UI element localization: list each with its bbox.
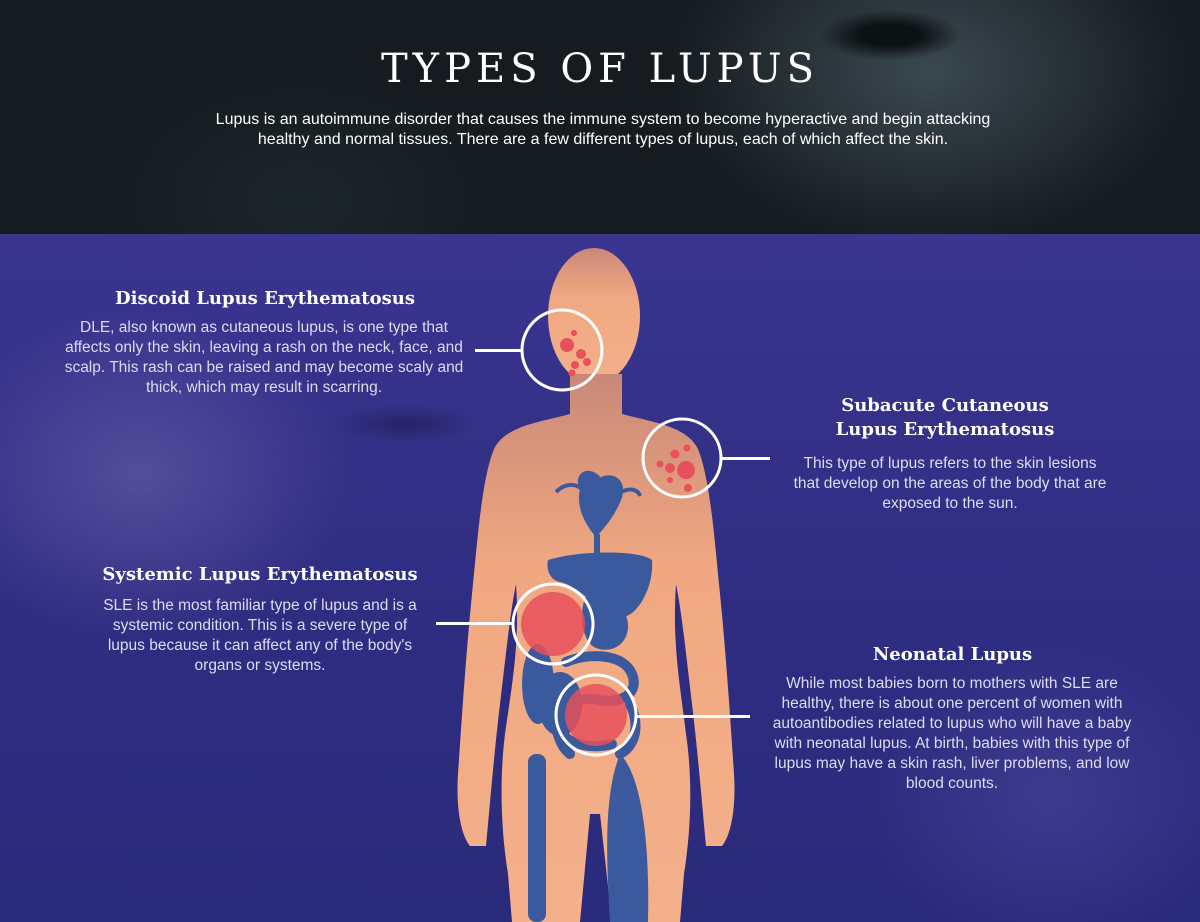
background-eye-photo xyxy=(820,10,960,60)
head-shape xyxy=(548,248,640,384)
subacute-title-line1: Subacute Cutaneous xyxy=(841,395,1049,416)
neonatal-body: While most babies born to mothers with S… xyxy=(772,675,1132,792)
organ-highlight-ring xyxy=(511,582,595,666)
systemic-title: Systemic Lupus Erythematosus xyxy=(102,564,418,585)
face-rash xyxy=(560,330,591,377)
background-face-photo xyxy=(330,404,480,444)
stomach-icon xyxy=(581,595,628,650)
infographic-body: Discoid Lupus Erythematosus DLE, also kn… xyxy=(0,234,1200,922)
connector-line-neonatal xyxy=(636,715,750,718)
shoulder-rash xyxy=(656,444,695,492)
womb-lesion xyxy=(565,684,627,746)
connector-line-discoid xyxy=(475,349,523,352)
discoid-body: DLE, also known as cutaneous lupus, is o… xyxy=(64,319,464,396)
skeleton-icon xyxy=(522,644,649,922)
neonatal-title: Neonatal Lupus xyxy=(872,644,1033,665)
heart-icon xyxy=(554,470,642,562)
systemic-body: SLE is the most familiar type of lupus a… xyxy=(103,597,417,674)
connector-line-systemic xyxy=(436,622,513,625)
header-banner: TYPES OF LUPUS Lupus is an autoimmune di… xyxy=(0,0,1200,234)
discoid-title: Discoid Lupus Erythematosus xyxy=(115,288,415,309)
liver-icon xyxy=(547,552,653,618)
human-body-icon xyxy=(457,248,735,922)
subacute-body: This type of lupus refers to the skin le… xyxy=(793,455,1107,512)
subacute-title-line2: Lupus Erythematosus xyxy=(835,419,1055,440)
page-title: TYPES OF LUPUS xyxy=(381,46,819,92)
organ-lesion xyxy=(521,592,585,656)
intro-text: Lupus is an autoimmune disorder that cau… xyxy=(215,111,991,148)
connector-line-subacute xyxy=(721,457,770,460)
